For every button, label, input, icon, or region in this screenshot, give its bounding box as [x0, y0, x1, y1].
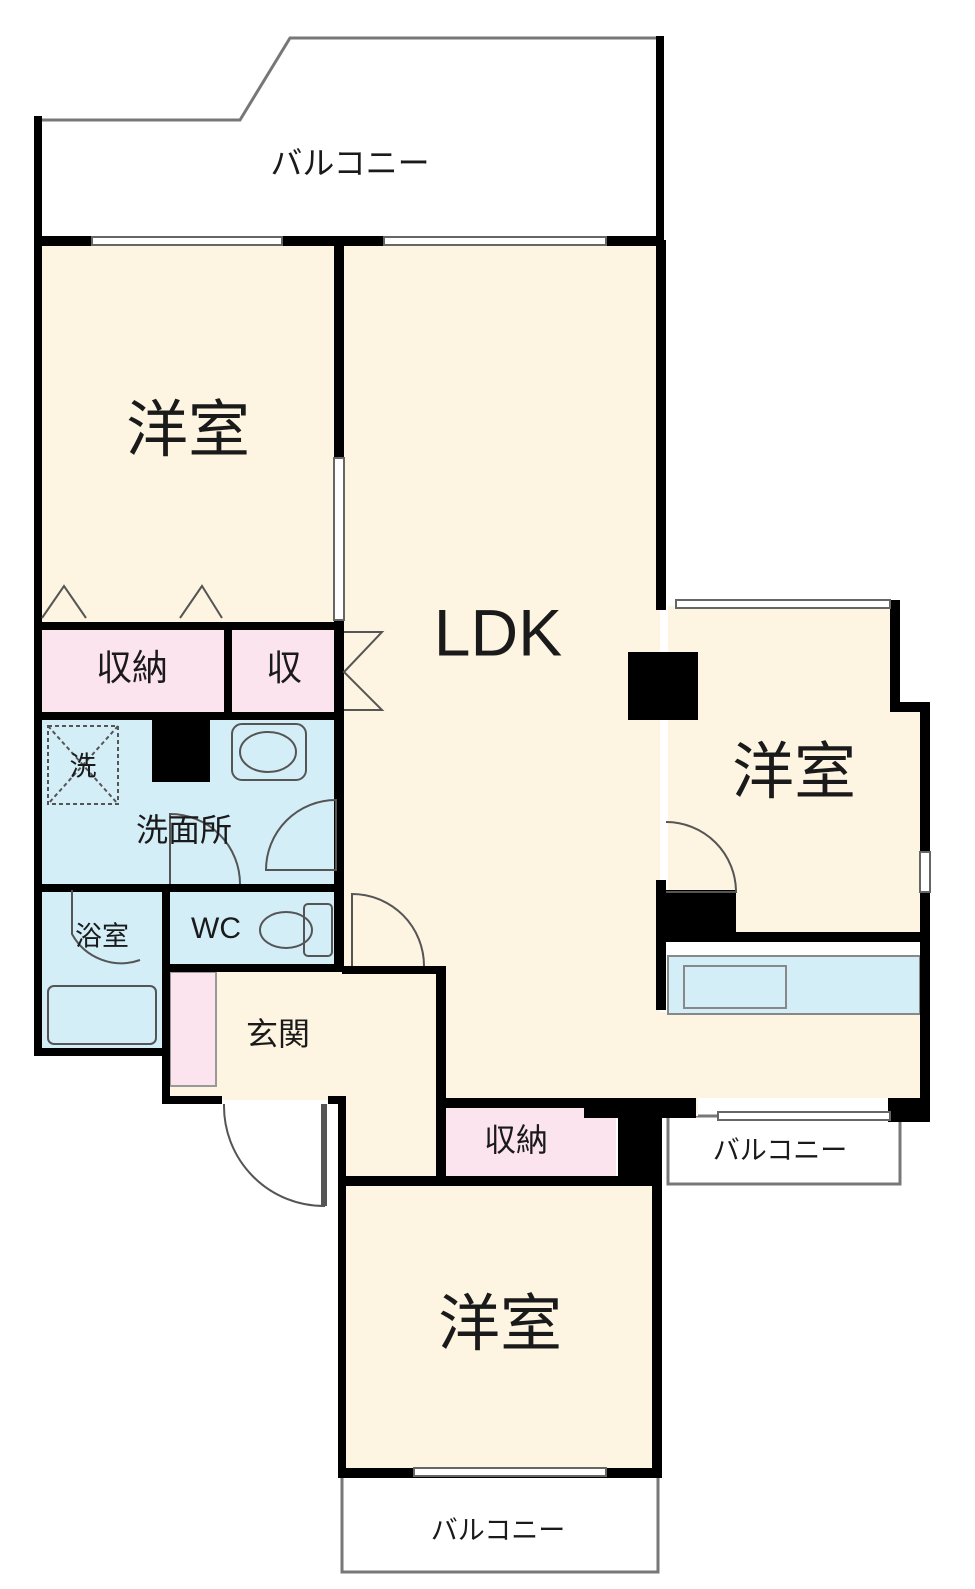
- entrance-label: 玄関: [246, 1015, 310, 1053]
- bath-fill: [40, 892, 164, 1048]
- balcony-top-label: バルコニー: [270, 144, 429, 182]
- storage-small-fill: [232, 624, 336, 714]
- ldk-lower-fill: [440, 974, 920, 1116]
- balcony-bottom-label: バルコニー: [431, 1516, 565, 1547]
- windows: [91, 236, 931, 1477]
- bedroom-bottom-fill: [346, 1184, 656, 1470]
- bedroom-right-label: 洋室: [732, 735, 856, 808]
- balcony-top: [34, 36, 664, 242]
- ldk-fill: [342, 244, 660, 974]
- sink: [683, 965, 787, 1009]
- bath-label: 浴室: [75, 922, 129, 953]
- bedroom-left-fill: [40, 244, 338, 624]
- balcony-right-outline: [666, 1114, 902, 1186]
- storage-left-label: 収納: [96, 648, 168, 689]
- bedroom-right-fill: [668, 606, 920, 936]
- bedroom-bottom-label: 洋室: [438, 1287, 562, 1360]
- entrance-step-fill: [340, 1100, 440, 1176]
- toilet-label: WC: [191, 912, 241, 945]
- storage-left-fill: [40, 624, 224, 714]
- balcony-bottom-outline: [340, 1470, 660, 1574]
- shoe-cabinet: [169, 971, 217, 1087]
- storage-small-label: 収: [266, 648, 302, 689]
- washroom-label: 洗面所: [136, 811, 232, 849]
- bedroom-left-label: 洋室: [126, 393, 250, 466]
- ldk-label: LDK: [434, 595, 562, 669]
- storage-bottom-fill: [446, 1108, 616, 1176]
- doors: [41, 584, 738, 1208]
- washer-label: 洗: [70, 752, 97, 783]
- balcony-right-label: バルコニー: [713, 1136, 847, 1167]
- storage-bottom-label: 収納: [484, 1121, 548, 1159]
- fixtures: [47, 723, 333, 1045]
